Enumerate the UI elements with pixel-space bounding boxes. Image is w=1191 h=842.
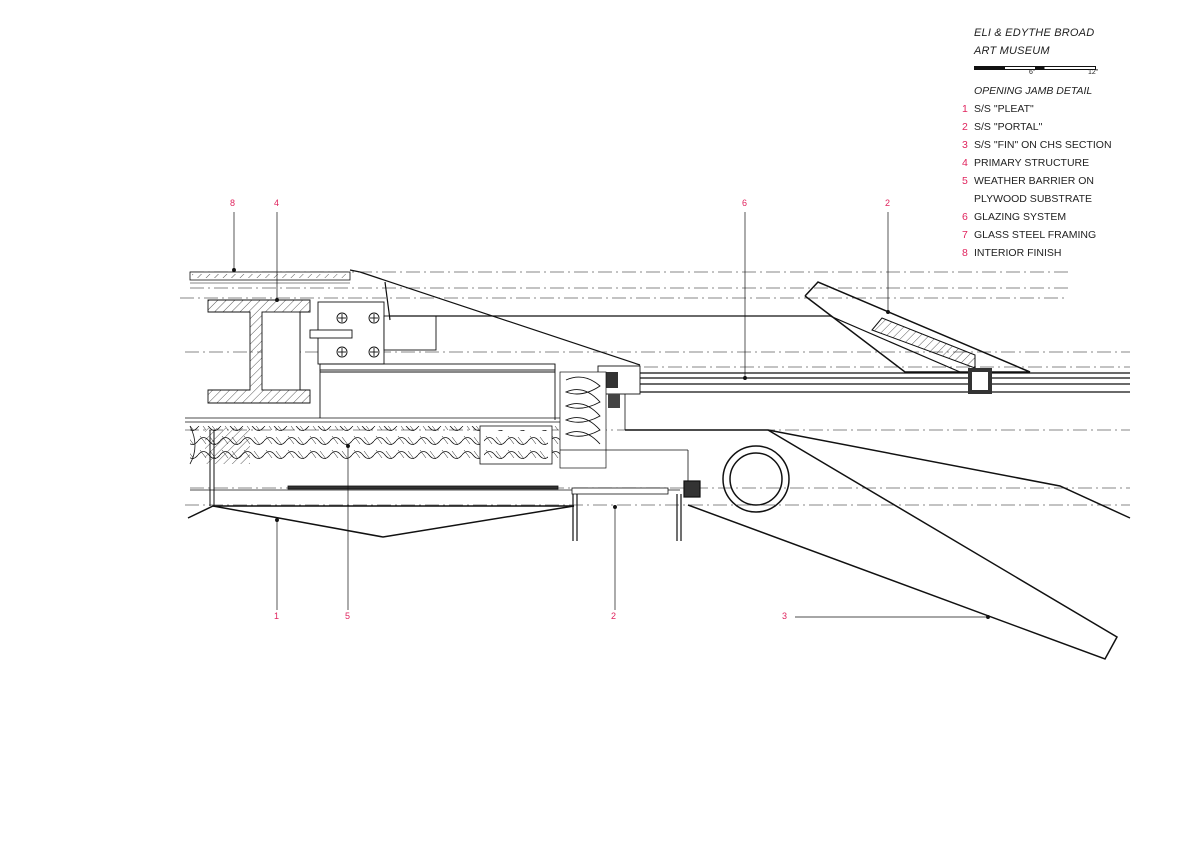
legend-num: 4 <box>962 157 968 169</box>
legend-block: ELI & EDYTHE BROAD ART MUSEUM 6" 12" OPE… <box>962 24 1174 262</box>
bracket-plate <box>309 301 437 365</box>
legend-item: 7 GLASS STEEL FRAMING <box>962 226 1174 244</box>
legend-label: S/S "FIN" ON CHS SECTION <box>974 139 1112 151</box>
legend-item: 4 PRIMARY STRUCTURE <box>962 154 1174 172</box>
callout-2-top: 2 <box>885 198 891 208</box>
legend-num: 2 <box>962 121 968 133</box>
interior-finish <box>189 271 351 284</box>
callout-1: 1 <box>274 611 280 621</box>
glass-steel-framing <box>319 363 556 420</box>
legend-label: INTERIOR FINISH <box>974 247 1062 259</box>
scale-bar-graphic <box>974 66 1096 70</box>
callout-8: 8 <box>230 198 236 208</box>
legend-item: 2 S/S "PORTAL" <box>962 118 1174 136</box>
legend-item: 8 INTERIOR FINISH <box>962 244 1174 262</box>
legend-label: S/S "PORTAL" <box>974 121 1043 133</box>
legend-num: 1 <box>962 103 968 115</box>
legend-item: 3 S/S "FIN" ON CHS SECTION <box>962 136 1174 154</box>
title-line-2: ART MUSEUM <box>974 45 1050 57</box>
callout-6: 6 <box>742 198 748 208</box>
legend-label: PLYWOOD SUBSTRATE <box>974 193 1093 205</box>
scale-tick-0: 6" <box>1029 69 1036 76</box>
leader-lines <box>232 212 990 619</box>
legend-num: 5 <box>962 175 968 187</box>
legend-list: 1 S/S "PLEAT" 2 S/S "PORTAL" 3 S/S "FIN" ON… <box>962 100 1174 262</box>
legend-num: 7 <box>962 229 968 241</box>
title-line-1: ELI & EDYTHE BROAD <box>974 27 1095 39</box>
legend-num: 3 <box>962 139 968 151</box>
scale-bar: 6" 12" <box>974 64 1174 80</box>
upper-portal <box>804 281 1031 394</box>
insulation <box>559 371 607 469</box>
legend-num: 8 <box>962 247 968 259</box>
legend-item: 1 S/S "PLEAT" <box>962 100 1174 118</box>
legend-label: GLASS STEEL FRAMING <box>974 229 1097 241</box>
fin-chs-section <box>625 429 1131 660</box>
callout-4: 4 <box>274 198 280 208</box>
callout-3: 3 <box>782 611 788 621</box>
pleat <box>187 430 575 538</box>
legend-item: 5 WEATHER BARRIER ON <box>962 172 1174 190</box>
legend-label: GLAZING SYSTEM <box>974 211 1067 223</box>
primary-structure <box>207 299 311 404</box>
drawing-subtitle: OPENING JAMB DETAIL <box>974 85 1093 97</box>
callout-2-bottom: 2 <box>611 611 617 621</box>
legend-item: 6 GLAZING SYSTEM <box>962 208 1174 226</box>
scale-tick-1: 12" <box>1088 69 1099 76</box>
weather-barrier <box>185 417 560 465</box>
glazing-system <box>597 365 1130 430</box>
legend-label: S/S "PLEAT" <box>974 103 1034 115</box>
legend-item: PLYWOOD SUBSTRATE <box>974 190 1174 208</box>
legend-num: 6 <box>962 211 968 223</box>
portal <box>572 480 701 541</box>
callout-5: 5 <box>345 611 351 621</box>
legend-label: WEATHER BARRIER ON <box>974 175 1094 187</box>
legend-label: PRIMARY STRUCTURE <box>974 157 1090 169</box>
pleat-top <box>349 269 961 373</box>
